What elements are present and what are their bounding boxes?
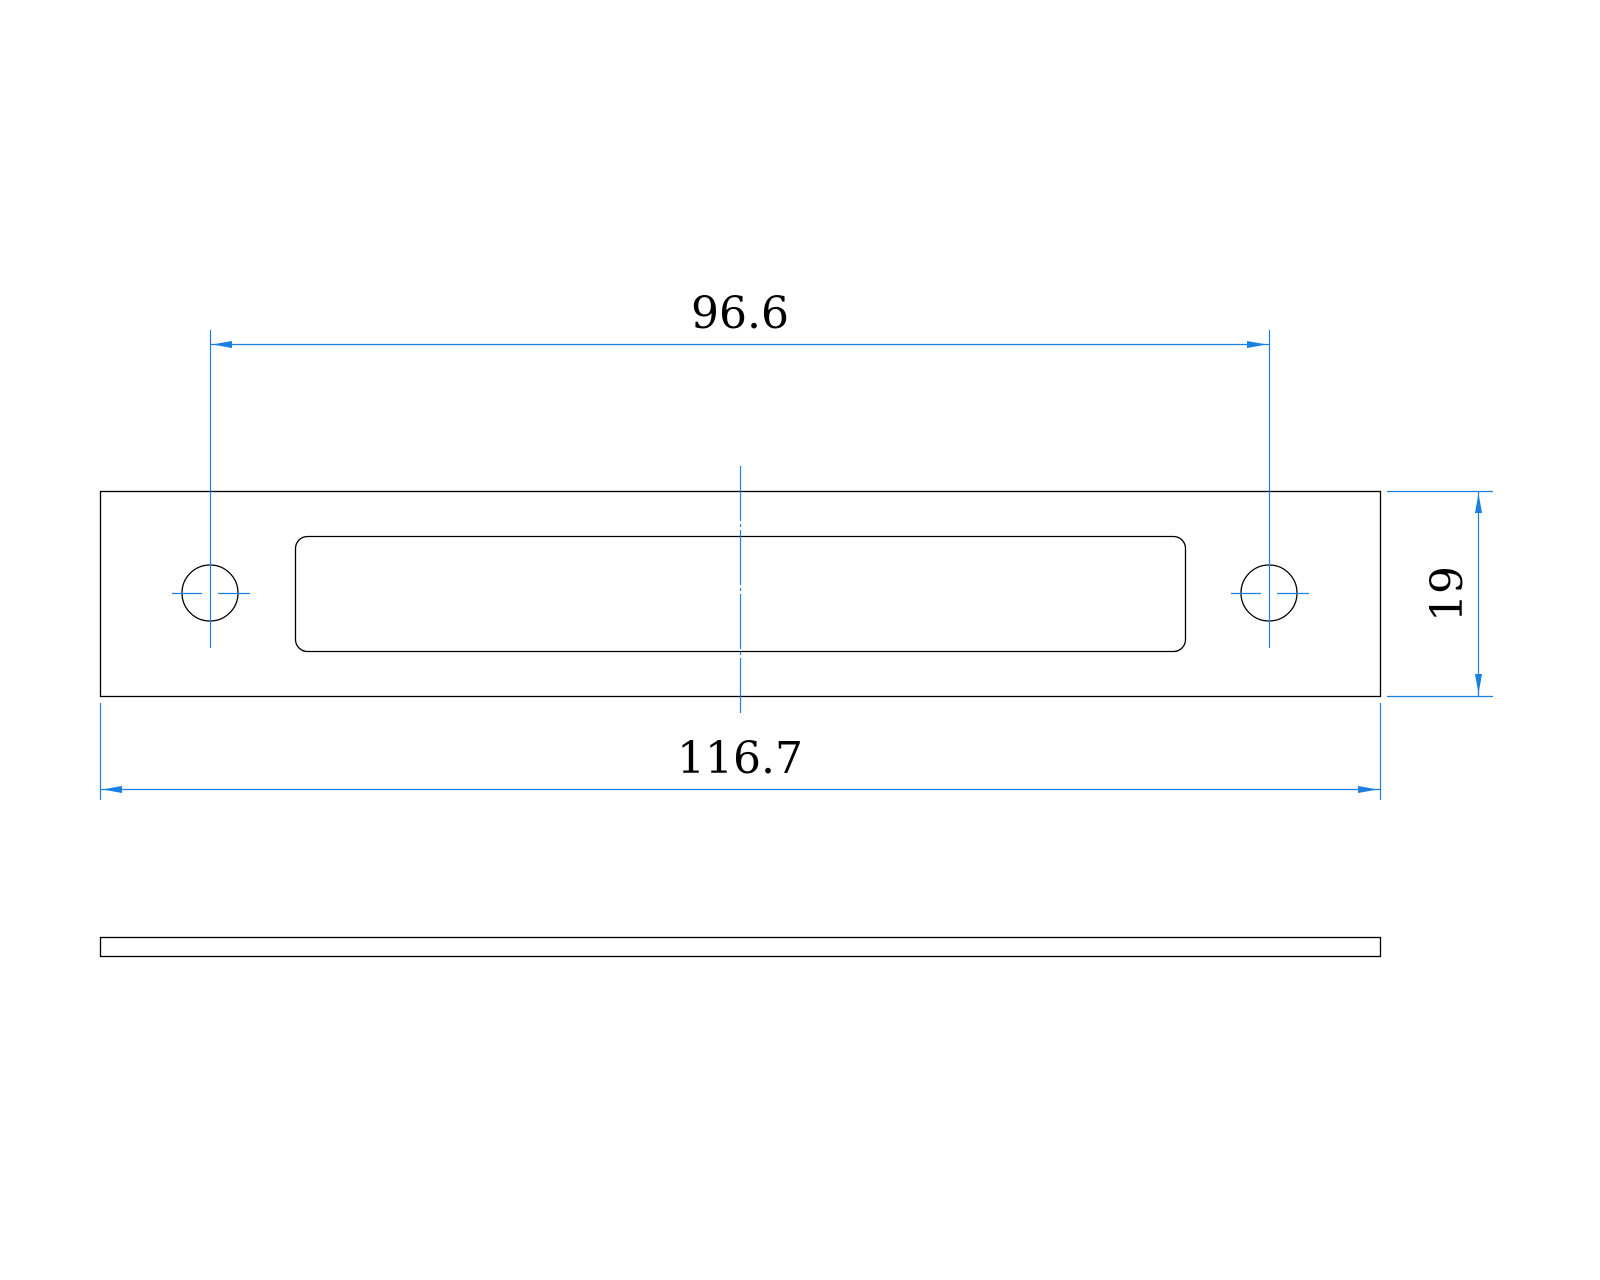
- arrow-icon: [1475, 493, 1482, 513]
- overall-height-label: 19: [1422, 566, 1473, 622]
- arrow-icon: [1475, 674, 1482, 694]
- arrow-icon: [1247, 341, 1267, 348]
- overall-length-label: 116.7: [677, 733, 803, 784]
- arrow-icon: [102, 786, 122, 793]
- side-view-outline: [99, 936, 1382, 958]
- arrow-icon: [1358, 786, 1378, 793]
- overall-length-dimension: 116.7: [99, 703, 1382, 800]
- overall-height-dimension: 19: [1387, 490, 1493, 698]
- hole-spacing-dimension: 96.6: [209, 288, 1271, 648]
- arrow-icon: [212, 341, 232, 348]
- hole-spacing-label: 96.6: [691, 288, 789, 339]
- center-lines: [172, 466, 1309, 714]
